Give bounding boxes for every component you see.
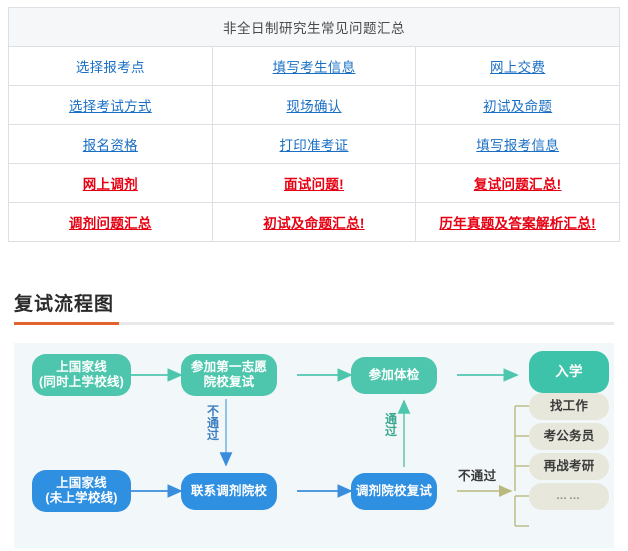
flow-node-national-line-pass-line1: 上国家线 (56, 360, 107, 375)
faq-link-online-payment[interactable]: 网上交费 (490, 59, 546, 75)
flow-node-first-choice-retest-line1: 参加第一志愿 (190, 360, 268, 375)
flow-node-first-choice-retest[interactable]: 参加第一志愿 院校复试 (181, 354, 277, 396)
faq-link-select-exam-mode[interactable]: 选择考试方式 (68, 98, 152, 114)
flow-node-contact-transfer-school[interactable]: 联系调剂院校 (181, 473, 277, 510)
title-underline-rule (14, 322, 614, 325)
faq-link-retest-questions-summary[interactable]: 复试问题汇总! (473, 176, 562, 192)
faq-cell: 选择报考点 (8, 46, 213, 86)
flow-node-national-line-only-line2: (未上学校线) (45, 491, 118, 505)
page-title: 复试流程图 (14, 294, 115, 315)
flow-label-fail-vertical: 不通过 (206, 404, 219, 443)
table-row: 网上调剂 面试问题! 复试问题汇总! (8, 163, 620, 203)
faq-cell: 网上调剂 (8, 163, 213, 203)
flow-node-option-job[interactable]: 找工作 (529, 393, 609, 420)
faq-cell: 面试问题! (211, 163, 417, 203)
faq-cell: 选择考试方式 (8, 85, 213, 125)
faq-table-title: 非全日制研究生常见问题汇总 (8, 7, 620, 47)
flow-node-national-line-pass-line2: (同时上学校线) (39, 375, 124, 389)
flow-node-national-line-only-line1: 上国家线 (56, 476, 107, 491)
faq-cell: 填写报考信息 (415, 124, 620, 164)
flow-node-medical-exam[interactable]: 参加体检 (351, 357, 437, 394)
faq-cell: 历年真题及答案解析汇总! (415, 202, 620, 242)
flow-node-national-line-only[interactable]: 上国家线 (未上学校线) (32, 470, 131, 512)
faq-link-initial-exam-questions[interactable]: 初试及命题 (483, 98, 553, 114)
faq-cell: 现场确认 (211, 85, 417, 125)
flow-node-transfer-retest[interactable]: 调剂院校复试 (351, 473, 437, 510)
faq-cell: 初试及命题 (415, 85, 620, 125)
flow-label-pass-vertical: 通过 (384, 412, 397, 439)
flow-node-option-more[interactable]: …… (529, 483, 609, 510)
faq-link-application-eligibility[interactable]: 报名资格 (82, 137, 138, 153)
flow-node-national-line-pass[interactable]: 上国家线 (同时上学校线) (32, 354, 131, 396)
retest-flowchart: 上国家线 (同时上学校线) 参加第一志愿 院校复试 参加体检 入学 上国家线 (… (14, 343, 614, 548)
flowchart-connectors (131, 368, 529, 527)
faq-table: 非全日制研究生常见问题汇总 选择报考点 填写考生信息 网上交费 选择考试方式 现… (8, 7, 620, 242)
flow-node-option-retry-exam[interactable]: 再战考研 (529, 453, 609, 480)
faq-link-select-exam-site[interactable]: 选择报考点 (75, 59, 145, 75)
table-row: 报名资格 打印准考证 填写报考信息 (8, 124, 620, 164)
table-row: 选择考试方式 现场确认 初试及命题 (8, 85, 620, 125)
section-header: 复试流程图 (14, 292, 614, 325)
faq-cell: 填写考生信息 (211, 46, 417, 86)
table-header-row: 非全日制研究生常见问题汇总 (8, 7, 620, 47)
faq-link-interview-questions[interactable]: 面试问题! (283, 176, 344, 192)
faq-cell: 打印准考证 (211, 124, 417, 164)
flow-node-option-civil-service[interactable]: 考公务员 (529, 423, 609, 450)
faq-link-transfer-questions-summary[interactable]: 调剂问题汇总 (68, 215, 152, 231)
faq-link-past-papers-summary[interactable]: 历年真题及答案解析汇总! (439, 215, 596, 231)
faq-link-initial-exam-summary[interactable]: 初试及命题汇总! (263, 215, 365, 231)
faq-cell: 报名资格 (8, 124, 213, 164)
flow-label-fail-horizontal: 不通过 (458, 469, 497, 483)
faq-cell: 初试及命题汇总! (211, 202, 417, 242)
flow-node-enrollment[interactable]: 入学 (529, 351, 609, 393)
faq-link-print-admission-ticket[interactable]: 打印准考证 (279, 137, 349, 153)
table-row: 选择报考点 填写考生信息 网上交费 (8, 46, 620, 86)
faq-table-container: 非全日制研究生常见问题汇总 选择报考点 填写考生信息 网上交费 选择考试方式 现… (8, 7, 620, 242)
table-row: 调剂问题汇总 初试及命题汇总! 历年真题及答案解析汇总! (8, 202, 620, 242)
faq-link-fill-application-info[interactable]: 填写报考信息 (476, 137, 560, 153)
faq-link-onsite-confirmation[interactable]: 现场确认 (286, 98, 342, 114)
faq-cell: 网上交费 (415, 46, 620, 86)
flow-node-first-choice-retest-line2: 院校复试 (203, 375, 255, 389)
faq-cell: 复试问题汇总! (415, 163, 620, 203)
faq-link-online-transfer[interactable]: 网上调剂 (82, 176, 138, 192)
faq-link-fill-candidate-info[interactable]: 填写考生信息 (272, 59, 356, 75)
faq-cell: 调剂问题汇总 (8, 202, 213, 242)
